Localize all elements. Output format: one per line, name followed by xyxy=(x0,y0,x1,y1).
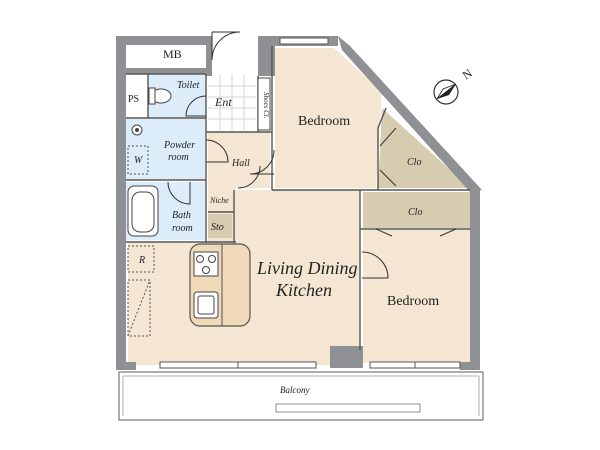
door-closet-lower-1 xyxy=(375,228,457,237)
windows xyxy=(159,37,461,369)
balcony-area xyxy=(118,371,484,421)
wall-top-mb xyxy=(116,36,210,45)
doors xyxy=(167,31,457,279)
kitchen-storage xyxy=(127,279,151,337)
balcony xyxy=(118,371,484,421)
door-bedroom-right xyxy=(361,251,389,279)
label-mb: MB xyxy=(163,47,182,61)
wall-right xyxy=(470,188,480,368)
walls xyxy=(116,36,482,370)
closet-upper xyxy=(378,108,470,188)
door-entrance xyxy=(211,31,241,61)
wall-entry-left xyxy=(206,36,212,76)
label-bath-room-2: room xyxy=(172,223,193,234)
compass-label: N xyxy=(460,66,475,83)
label-sto: Sto xyxy=(211,222,224,233)
label-powder-room-1: Powder xyxy=(163,140,195,151)
sto-floor xyxy=(208,214,232,238)
label-r: R xyxy=(138,255,145,266)
compass-icon: N xyxy=(433,66,475,105)
label-shoes-cl: Shoes Cl. xyxy=(262,92,270,119)
label-toilet: Toilet xyxy=(177,80,200,91)
label-ent: Ent xyxy=(214,95,232,109)
wall-bottom-left xyxy=(116,362,136,370)
window-ldk-2 xyxy=(237,361,317,369)
wall-bottom-right xyxy=(460,362,480,370)
label-clo-upper: Clo xyxy=(407,157,421,168)
shoe-closet xyxy=(257,77,271,131)
balcony-hatch xyxy=(275,403,421,413)
bedroom-right-floor xyxy=(363,230,470,363)
door-powder xyxy=(205,139,229,163)
label-bedroom-right: Bedroom xyxy=(387,294,439,309)
fixtures xyxy=(127,77,271,337)
label-ps: PS xyxy=(128,94,139,105)
closet-lower xyxy=(363,192,470,228)
label-powder-room-2: room xyxy=(168,152,189,163)
label-bath-room-1: Bath xyxy=(172,210,191,221)
room-labels: MB PS Toilet Ent Shoes Cl. Bedroom Powde… xyxy=(128,47,439,395)
label-balcony: Balcony xyxy=(280,385,310,395)
wall-left xyxy=(116,36,126,366)
wall-diagonal xyxy=(338,36,482,192)
wall-mb-bottom xyxy=(116,68,210,74)
door-hall-ldk xyxy=(237,165,261,189)
wall-bottom-mid xyxy=(330,346,363,368)
window-ldk-1 xyxy=(159,361,239,369)
label-bedroom-top: Bedroom xyxy=(298,114,350,129)
door-toilet xyxy=(185,95,207,117)
stove xyxy=(193,251,219,277)
label-ldk-1: Living Dining xyxy=(256,258,358,278)
window-bedroom-top xyxy=(279,37,329,45)
label-w: W xyxy=(134,155,144,166)
window-bedroom-2 xyxy=(414,361,461,369)
washer-space xyxy=(127,145,149,175)
window-bedroom-1 xyxy=(369,361,416,369)
refrigerator-space xyxy=(127,245,155,273)
label-hall: Hall xyxy=(231,158,250,169)
bedroom-top-floor xyxy=(275,48,382,188)
kitchen-sink xyxy=(193,291,219,319)
door-bedroom-top xyxy=(249,149,275,175)
door-bath xyxy=(167,181,191,205)
label-clo-lower: Clo xyxy=(408,207,422,218)
door-closet-upper xyxy=(379,127,397,187)
entrance-tiles xyxy=(208,75,256,130)
label-ldk-2: Kitchen xyxy=(275,280,332,300)
label-niche: Niche xyxy=(209,196,229,205)
toilet-tank xyxy=(148,87,156,105)
